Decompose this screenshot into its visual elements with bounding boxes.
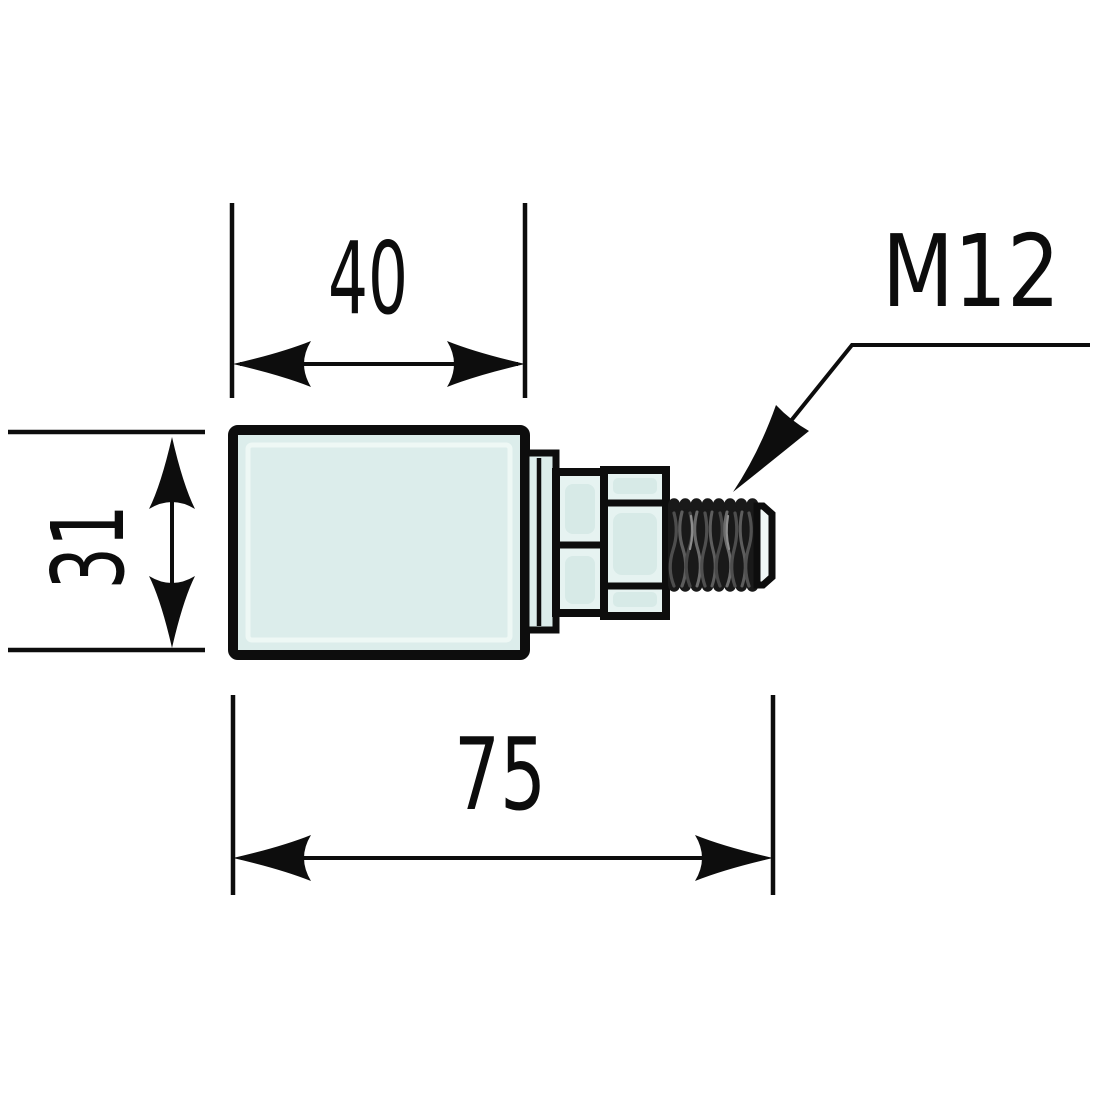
part-body-highlight	[245, 442, 513, 643]
part-hex-large-facet-top	[613, 478, 657, 494]
part-group	[228, 425, 776, 660]
dim-height-group: 31	[8, 429, 205, 653]
part-hex-small-facet-bottom	[565, 556, 595, 604]
part-hex-small-facet-top	[565, 484, 595, 534]
thread-ridge	[714, 511, 724, 588]
thread-ridge	[708, 510, 717, 588]
thread-group	[668, 498, 776, 592]
dim-height-arrow-down	[149, 576, 195, 648]
thread-ridge	[678, 510, 688, 588]
dim-length-value: 75	[454, 716, 546, 833]
thread-callout-label: M12	[882, 213, 1060, 330]
dim-length-group: 75	[230, 695, 776, 895]
dim-height-value: 31	[30, 505, 147, 590]
part-hex-large-facet-bottom	[613, 592, 657, 607]
thread-ridge	[744, 511, 753, 588]
thread-ridge	[700, 511, 709, 588]
thread-ridge	[738, 510, 747, 588]
dim-width-value: 40	[328, 220, 408, 337]
dim-height-arrow-up	[149, 437, 195, 509]
thread-tip	[753, 502, 776, 589]
part-hex-large-facet-middle	[613, 513, 657, 575]
dim-width-arrow-right	[447, 341, 525, 387]
dim-width-arrow-left	[233, 341, 311, 387]
thread-callout-group: M12	[733, 213, 1090, 492]
thread-ridge	[730, 511, 739, 588]
dim-length-arrow-left	[233, 835, 311, 881]
thread-ridge-highlight	[688, 514, 694, 551]
thread-callout-arrow	[733, 405, 809, 492]
thread-ridge-highlight	[725, 514, 731, 551]
thread-ridge	[693, 510, 702, 588]
dim-length-arrow-right	[695, 835, 773, 881]
dim-width-group: 40	[229, 203, 528, 398]
thread-ridge	[668, 511, 678, 588]
thread-ridges	[668, 510, 753, 588]
part-body	[228, 425, 530, 660]
thread-callout-leader-line	[747, 343, 1090, 475]
